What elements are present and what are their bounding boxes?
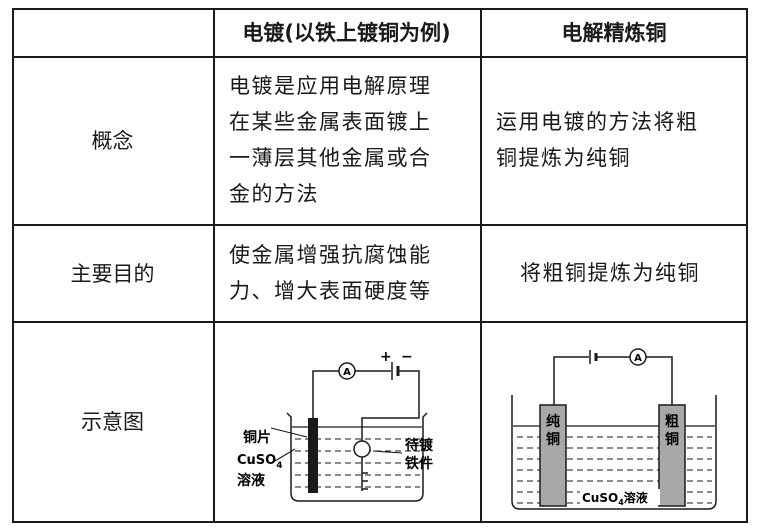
- wire-left: [553, 356, 589, 405]
- table-border-right: [746, 8, 748, 523]
- concept-refining-line: 运用电镀的方法将粗: [496, 110, 699, 134]
- table-divider-row1: [12, 224, 748, 226]
- battery-icon: + −: [380, 349, 413, 380]
- plated-object-label-1: 待镀: [405, 437, 434, 454]
- solution-leader-line: [274, 448, 296, 462]
- concept-electroplating-line: 一薄层其他金属或合: [229, 146, 432, 170]
- battery-minus-label: −: [401, 349, 413, 365]
- purpose-electroplating-line: 力、增大表面硬度等: [229, 278, 432, 303]
- solution-label-bg: [580, 489, 660, 505]
- concept-electroplating-line: 在某些金属表面镀上: [229, 110, 432, 134]
- crude-copper-label-1: 粗: [665, 413, 679, 430]
- copper-leader-line: [270, 427, 308, 438]
- solution-label: CuSO4溶液: [582, 490, 648, 507]
- ammeter-icon: A: [629, 348, 647, 366]
- pure-copper-electrode: 纯 铜: [539, 404, 567, 507]
- battery-plus-label: +: [380, 349, 392, 365]
- header-refining: 电解精炼铜: [561, 21, 667, 45]
- concept-electroplating-line: 金的方法: [229, 182, 319, 206]
- pure-copper-label-2: 铜: [546, 431, 560, 448]
- purpose-electroplating: 使金属增强抗腐蚀能 力、增大表面硬度等: [213, 224, 480, 321]
- ammeter-icon: A: [338, 362, 356, 380]
- table-divider-col2: [480, 8, 482, 523]
- crude-copper-electrode: 粗 铜: [658, 404, 686, 507]
- table-border-top: [12, 8, 748, 10]
- solution-word-label: 溶液: [237, 472, 266, 489]
- solution-formula-label: CuSO4: [237, 453, 282, 471]
- refining-diagram: A 纯 铜: [482, 323, 746, 520]
- refining-diagram-svg: A 纯 铜: [511, 348, 717, 510]
- concept-refining-line: 铜提炼为纯铜: [496, 146, 631, 170]
- table-divider-col1: [213, 8, 215, 523]
- ammeter-label: A: [343, 367, 351, 378]
- concept-electroplating: 电镀是应用电解原理 在某些金属表面镀上 一薄层其他金属或合 金的方法: [213, 56, 480, 224]
- plated-object-label-2: 铁件: [405, 455, 433, 472]
- pure-copper-label-1: 纯: [546, 413, 560, 430]
- wire-right: [646, 356, 673, 405]
- header-electroplating: 电镀(以铁上镀铜为例): [242, 21, 451, 45]
- table-divider-header: [12, 56, 748, 58]
- electroplating-diagram: A + −: [215, 323, 479, 520]
- comparison-table: 电镀(以铁上镀铜为例) 电解精炼铜 概念 电镀是应用电解原理 在某些金属表面镀上…: [12, 8, 748, 523]
- purpose-electroplating-line: 使金属增强抗腐蚀能: [229, 242, 432, 267]
- ammeter-label: A: [634, 353, 642, 364]
- copper-electrode: [308, 418, 318, 493]
- copper-sheet-label: 铜片: [243, 429, 271, 446]
- wire-left: [312, 370, 339, 418]
- row-label-concept: 概念: [91, 129, 134, 153]
- table-border-bottom: [12, 521, 748, 523]
- concept-electroplating-line: 电镀是应用电解原理: [229, 74, 432, 98]
- iron-key-icon: [353, 440, 371, 491]
- table-divider-row2: [12, 321, 748, 323]
- key-leader-line: [372, 450, 403, 454]
- electroplating-diagram-svg: A + −: [237, 349, 434, 502]
- purpose-refining: 将粗铜提炼为纯铜: [520, 260, 700, 285]
- crude-copper-label-2: 铜: [665, 431, 679, 448]
- row-label-diagram: 示意图: [81, 410, 144, 434]
- wire-right: [361, 370, 420, 441]
- battery-icon: [589, 350, 598, 364]
- row-label-purpose: 主要目的: [70, 261, 155, 286]
- table-border-left: [12, 8, 14, 523]
- concept-refining: 运用电镀的方法将粗 铜提炼为纯铜: [480, 56, 748, 224]
